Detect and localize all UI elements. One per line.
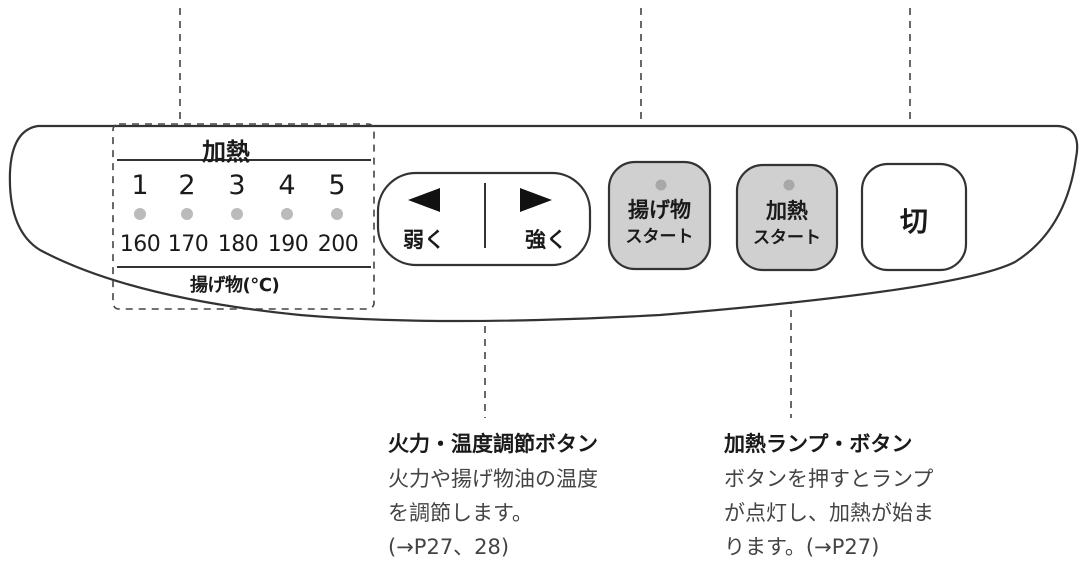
level-4: 4	[278, 170, 296, 201]
heat-label: 加熱	[202, 138, 250, 166]
level-lamp-4	[281, 208, 293, 220]
fry-start-sub-label: スタート	[625, 227, 694, 247]
weaker-button[interactable]: 弱く	[380, 175, 484, 263]
right-arrow-icon	[520, 188, 552, 212]
heat-start-sub-label: スタート	[753, 228, 821, 248]
power-temp-callout-title: 火力・温度調節ボタン	[388, 432, 598, 456]
level-3: 3	[228, 170, 246, 201]
level-lamp-1	[134, 208, 146, 220]
level-lamp-2	[181, 208, 193, 220]
level-lamp-3	[231, 208, 243, 220]
heat-start-button[interactable]: 加熱 スタート	[737, 165, 837, 270]
heat-lamp-callout-line-1: ボタンを押すとランプ	[724, 467, 934, 491]
fry-temp-label: 揚げ物(℃)	[190, 275, 280, 296]
level-5: 5	[328, 170, 346, 201]
left-arrow-icon	[408, 188, 440, 212]
heat-start-main-label: 加熱	[766, 199, 808, 223]
power-temp-callout-line-1: 火力や揚げ物油の温度	[388, 467, 598, 491]
temp-180: 180	[217, 232, 259, 257]
temp-200: 200	[317, 232, 359, 257]
weaker-label: 弱く	[403, 228, 445, 252]
power-temp-callout-line-3: (→P27、28)	[388, 535, 510, 559]
level-1: 1	[131, 170, 149, 201]
level-lamp-5	[331, 208, 343, 220]
stronger-label: 強く	[525, 228, 567, 252]
fry-start-button[interactable]: 揚げ物 スタート	[609, 162, 710, 269]
power-temp-callout-line-2: を調節します。	[388, 501, 533, 525]
fry-start-main-label: 揚げ物	[628, 198, 691, 222]
level-2: 2	[178, 170, 196, 201]
fry-start-button-shape	[607, 160, 712, 271]
heat-lamp-callout-line-2: が点灯し、加熱が始ま	[724, 501, 934, 525]
temp-170: 170	[167, 232, 209, 257]
off-button-shape	[860, 162, 968, 272]
off-label: 切	[899, 205, 928, 238]
temp-190: 190	[267, 232, 309, 257]
off-button[interactable]: 切	[862, 164, 966, 270]
heat-lamp-callout-title: 加熱ランプ・ボタン	[724, 432, 913, 456]
temp-160: 160	[119, 232, 161, 257]
stronger-button[interactable]: 強く	[486, 175, 588, 263]
heat-start-button-shape	[735, 163, 839, 272]
fry-start-lamp	[655, 179, 667, 191]
heat-display-region	[112, 123, 375, 310]
heat-start-lamp	[783, 179, 795, 191]
heat-lamp-callout-line-3: ります。(→P27)	[724, 535, 880, 559]
